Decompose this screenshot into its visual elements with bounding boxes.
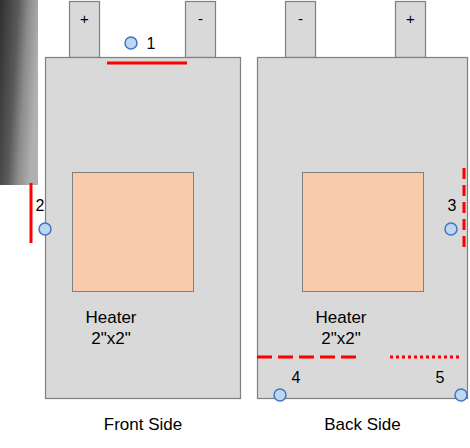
heater-box: Heater 2"x2"	[72, 172, 194, 292]
sensor-marker	[39, 223, 51, 235]
node-text: Heater 2"x2"	[303, 307, 379, 349]
tab-box: -	[285, 1, 316, 58]
node-text: +	[406, 10, 415, 27]
node-text: +	[80, 10, 89, 27]
sensor-line	[30, 183, 33, 243]
node-text: Front Side	[45, 415, 241, 435]
sensor-line	[107, 62, 187, 65]
cell-tab	[396, 2, 426, 58]
node-text: Heater 2"x2"	[73, 307, 149, 349]
tab-box: +	[69, 1, 100, 58]
tab-box: +	[395, 1, 426, 58]
cell-tab	[70, 2, 100, 58]
node-text: -	[298, 10, 303, 27]
tab-box: -	[185, 1, 216, 58]
photo-fragment	[0, 0, 38, 185]
sensor-marker	[455, 389, 467, 401]
cell-outline: Front SideHeater 2"x2"	[45, 57, 241, 399]
cell-tab	[286, 2, 316, 58]
node-text: Back Side	[257, 415, 468, 435]
callout-number: 3	[448, 197, 457, 215]
callout-number: 5	[436, 369, 445, 387]
callout-number: 4	[292, 369, 301, 387]
cell-tab	[186, 2, 216, 58]
callout-number: 2	[36, 197, 45, 215]
sensor-marker	[125, 37, 137, 49]
sensor-line	[463, 168, 466, 252]
cell-body	[258, 58, 468, 399]
cell-outline: Back SideHeater 2"x2"	[257, 57, 468, 399]
cell-body	[46, 58, 241, 399]
sensor-line	[257, 356, 357, 359]
sensor-marker	[274, 389, 286, 401]
sensor-marker	[445, 223, 457, 235]
sensor-line	[390, 356, 462, 359]
heater-box: Heater 2"x2"	[302, 172, 424, 292]
node-text: -	[198, 10, 203, 27]
callout-number: 1	[147, 35, 156, 53]
